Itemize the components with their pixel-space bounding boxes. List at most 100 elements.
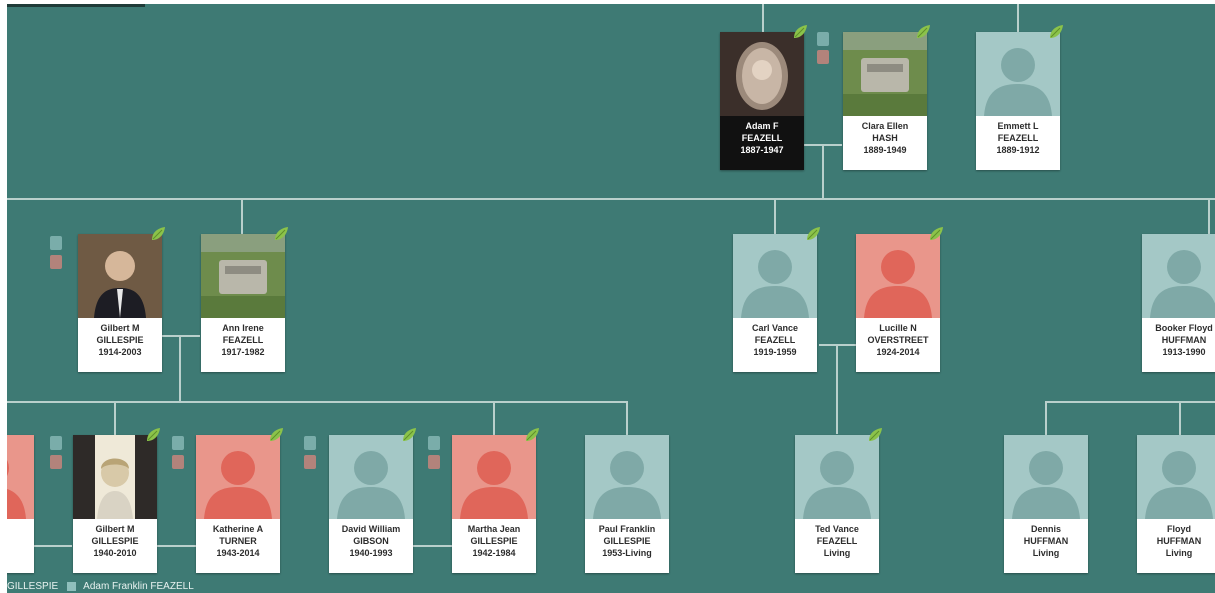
person-card-floyd[interactable]: Floyd HUFFMAN Living xyxy=(1137,435,1215,573)
person-photo[interactable] xyxy=(1004,435,1088,519)
person-card-david[interactable]: David William GIBSON 1940-1993 xyxy=(329,435,413,573)
person-first-name: Gilbert M xyxy=(95,524,135,534)
mother-indicator[interactable] xyxy=(817,50,829,64)
person-first-name: Emmett L xyxy=(997,121,1039,131)
person-card-paul[interactable]: Paul Franklin GILLESPIE 1953-Living xyxy=(585,435,669,573)
gravestone-photo-icon xyxy=(843,32,927,116)
person-photo[interactable] xyxy=(452,435,536,519)
footer-right-name[interactable]: Adam Franklin FEAZELL xyxy=(83,581,194,592)
person-photo[interactable] xyxy=(73,435,157,519)
leaf-hint-icon[interactable] xyxy=(928,226,943,240)
person-photo[interactable] xyxy=(329,435,413,519)
person-photo[interactable] xyxy=(7,435,34,519)
person-card-ann[interactable]: Ann Irene FEAZELL 1917-1982 xyxy=(201,234,285,372)
leaf-hint-icon[interactable] xyxy=(268,427,283,441)
person-lifespan: Living xyxy=(823,548,851,558)
connector xyxy=(1017,4,1019,32)
footer-left-name[interactable]: GILLESPIE xyxy=(7,581,59,592)
person-last-name: FEAZELL xyxy=(997,133,1039,143)
person-card-ted[interactable]: Ted Vance FEAZELL Living xyxy=(795,435,879,573)
person-photo[interactable] xyxy=(795,435,879,519)
person-last-name: FEAZELL xyxy=(816,536,858,546)
person-last-name: GILLESPIE xyxy=(470,536,518,546)
person-first-name: m xyxy=(7,523,34,535)
person-card-katherine[interactable]: Katherine A TURNER 1943-2014 xyxy=(196,435,280,573)
father-indicator[interactable] xyxy=(304,436,316,450)
leaf-hint-icon[interactable] xyxy=(792,24,807,38)
person-card-gilbert1[interactable]: Gilbert M GILLESPIE 1914-2003 xyxy=(78,234,162,372)
leaf-hint-icon[interactable] xyxy=(867,427,882,441)
person-card-dennis[interactable]: Dennis HUFFMAN Living xyxy=(1004,435,1088,573)
person-last-name: FEAZELL xyxy=(754,335,796,345)
person-info: Martha Jean GILLESPIE 1942-1984 xyxy=(452,519,536,573)
person-card-clara[interactable]: Clara Ellen HASH 1889-1949 xyxy=(843,32,927,170)
leaf-hint-icon[interactable] xyxy=(401,427,416,441)
connector xyxy=(1179,401,1181,435)
person-photo[interactable] xyxy=(843,32,927,116)
leaf-hint-icon[interactable] xyxy=(145,427,160,441)
person-photo[interactable] xyxy=(585,435,669,519)
person-photo[interactable] xyxy=(720,32,804,116)
person-card-adam[interactable]: Adam F FEAZELL 1887-1947 xyxy=(720,32,804,170)
mother-indicator[interactable] xyxy=(304,455,316,469)
person-first-name: Floyd xyxy=(1167,524,1191,534)
connector xyxy=(157,545,197,547)
person-photo[interactable] xyxy=(976,32,1060,116)
person-card-booker[interactable]: Booker Floyd HUFFMAN 1913-1990 xyxy=(1142,234,1215,372)
person-lifespan: 1914-2003 xyxy=(98,347,142,357)
mother-indicator[interactable] xyxy=(172,455,184,469)
father-indicator[interactable] xyxy=(172,436,184,450)
person-silhouette-icon xyxy=(593,451,661,519)
person-photo[interactable] xyxy=(856,234,940,318)
person-card-emmett[interactable]: Emmett L FEAZELL 1889-1912 xyxy=(976,32,1060,170)
person-photo[interactable] xyxy=(196,435,280,519)
person-first-name: Booker Floyd xyxy=(1155,323,1213,333)
person-card-partial[interactable]: m ON ng xyxy=(7,435,34,573)
father-indicator[interactable] xyxy=(817,32,829,46)
person-silhouette-icon xyxy=(864,250,932,318)
person-info: Gilbert M GILLESPIE 1940-2010 xyxy=(73,519,157,573)
leaf-hint-icon[interactable] xyxy=(915,24,930,38)
person-info: Carl Vance FEAZELL 1919-1959 xyxy=(733,318,817,372)
person-card-carl[interactable]: Carl Vance FEAZELL 1919-1959 xyxy=(733,234,817,372)
leaf-hint-icon[interactable] xyxy=(150,226,165,240)
connector xyxy=(822,144,824,198)
top-bar xyxy=(7,4,145,7)
person-lifespan: 1919-1959 xyxy=(753,347,797,357)
person-last-name: FEAZELL xyxy=(741,133,783,143)
person-lifespan: 1943-2014 xyxy=(216,548,260,558)
father-indicator[interactable] xyxy=(50,236,62,250)
person-first-name: Carl Vance xyxy=(751,323,799,333)
person-first-name: Katherine A xyxy=(212,524,264,534)
connector xyxy=(7,545,72,547)
person-photo[interactable] xyxy=(733,234,817,318)
family-tree-canvas[interactable]: Adam F FEAZELL 1887-1947 Clara Ellen HAS… xyxy=(7,4,1215,593)
leaf-hint-icon[interactable] xyxy=(524,427,539,441)
mother-indicator[interactable] xyxy=(428,455,440,469)
person-info: m ON ng xyxy=(7,519,34,573)
person-last-name: GILLESPIE xyxy=(96,335,144,345)
person-info: Lucille N OVERSTREET 1924-2014 xyxy=(856,318,940,372)
person-lifespan: 1942-1984 xyxy=(472,548,516,558)
leaf-hint-icon[interactable] xyxy=(805,226,820,240)
person-card-martha[interactable]: Martha Jean GILLESPIE 1942-1984 xyxy=(452,435,536,573)
person-card-lucille[interactable]: Lucille N OVERSTREET 1924-2014 xyxy=(856,234,940,372)
person-photo[interactable] xyxy=(201,234,285,318)
person-photo[interactable] xyxy=(1137,435,1215,519)
mother-indicator[interactable] xyxy=(50,255,62,269)
person-lifespan: 1953-Living xyxy=(602,548,652,558)
person-info: David William GIBSON 1940-1993 xyxy=(329,519,413,573)
father-indicator[interactable] xyxy=(428,436,440,450)
person-silhouette-icon xyxy=(337,451,405,519)
generation-line xyxy=(7,401,627,403)
person-first-name: Gilbert M xyxy=(100,323,140,333)
person-photo[interactable] xyxy=(78,234,162,318)
person-card-gilbert2[interactable]: Gilbert M GILLESPIE 1940-2010 xyxy=(73,435,157,573)
person-photo[interactable] xyxy=(1142,234,1215,318)
mother-indicator[interactable] xyxy=(50,455,62,469)
connector xyxy=(493,401,495,435)
father-indicator[interactable] xyxy=(50,436,62,450)
leaf-hint-icon[interactable] xyxy=(273,226,288,240)
leaf-hint-icon[interactable] xyxy=(1048,24,1063,38)
person-lifespan: 1940-1993 xyxy=(349,548,393,558)
